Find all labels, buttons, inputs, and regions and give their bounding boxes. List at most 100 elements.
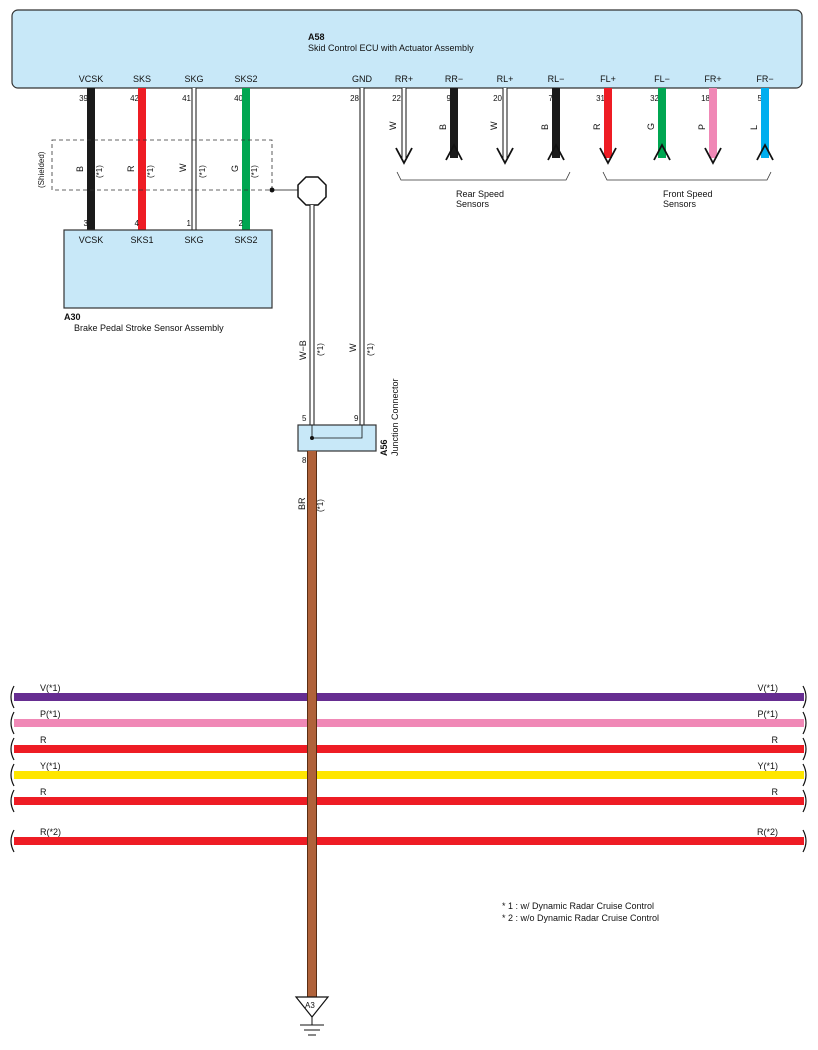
ecu-pin-fl-plus: 31 (596, 94, 605, 103)
bus-label-right-0: V(*1) (757, 683, 778, 693)
bus-break-right-0 (802, 685, 807, 709)
wire-wb-note: (*1) (316, 343, 325, 356)
arrow-fr-minus (756, 143, 774, 161)
ecu-pin-rr-minus: 9 (447, 94, 452, 103)
ecu-pin-fr-plus: 18 (701, 94, 710, 103)
ecu-name: Skid Control ECU with Actuator Assembly (308, 43, 474, 53)
ecu-pin-rr-plus: 22 (392, 94, 401, 103)
ecu-terminal-rr-minus: RR− (445, 74, 463, 84)
ecu-pin-gnd: 28 (350, 94, 359, 103)
ecu-terminal-gnd: GND (352, 74, 373, 84)
wire-sks2-color: G (230, 165, 240, 172)
ecu-pin-sks: 42 (130, 94, 139, 103)
arrow-fl-minus (653, 143, 671, 161)
wire-skg-note: (*1) (198, 165, 207, 178)
rear-sensor-label: Rear Speed Sensors (456, 189, 507, 209)
ecu-pin-sks2: 40 (234, 94, 243, 103)
wire-gnd-label: W (348, 343, 358, 352)
brake-terminal-sks2: SKS2 (234, 235, 257, 245)
ecu-terminal-fl-plus: FL+ (600, 74, 616, 84)
brake-pin-skg: 1 (187, 219, 192, 228)
bus-break-right-4 (802, 789, 807, 813)
wire-wb-label: W−B (298, 340, 308, 360)
junction-node (310, 436, 314, 440)
wire-sks2-note: (*1) (250, 165, 259, 178)
ecu-pin-rl-plus: 20 (493, 94, 502, 103)
ecu-terminal-vcsk: VCSK (79, 74, 104, 84)
front-sensor-brace (602, 171, 772, 181)
ecu-terminal-rl-plus: RL+ (497, 74, 514, 84)
ecu-terminal-skg: SKG (184, 74, 203, 84)
brake-pin-sks2: 2 (239, 219, 244, 228)
wire-rr-plus-color: W (388, 121, 398, 130)
bus-break-right-2 (802, 737, 807, 761)
ground-triangle (294, 996, 330, 1018)
wire-rl-plus-color: W (489, 121, 499, 130)
wire-fr-minus-color: L (749, 125, 759, 130)
wire-fr-plus-color: P (697, 124, 707, 130)
ground-id: A3 (305, 1001, 315, 1010)
bus-break-right-1 (802, 711, 807, 735)
front-sensor-label-line1: Front Speed (663, 189, 713, 199)
wire-vcsk-note: (*1) (95, 165, 104, 178)
bus-label-left-4: R (40, 787, 47, 797)
wire-rr-minus-color: B (438, 124, 448, 130)
bus-label-right-3: Y(*1) (757, 761, 778, 771)
brake-terminal-vcsk: VCSK (79, 235, 104, 245)
junction-pin-right: 9 (354, 414, 359, 423)
wire-rl-minus-color: B (540, 124, 550, 130)
shield-box (51, 139, 273, 191)
junction-internal-link (311, 425, 363, 439)
wire-skg-color: W (178, 163, 188, 172)
ecu-terminal-rr-plus: RR+ (395, 74, 413, 84)
bus-label-left-0: V(*1) (40, 683, 61, 693)
bus-break-left-5 (10, 829, 15, 853)
front-sensor-label: Front Speed Sensors (663, 189, 715, 209)
brake-terminal-sks1: SKS1 (130, 235, 153, 245)
arrow-rl-minus (547, 143, 565, 161)
wire-fl-minus-color: G (646, 123, 656, 130)
ecu-terminal-fr-minus: FR− (756, 74, 773, 84)
bus-break-left-0 (10, 685, 15, 709)
ecu-pin-vcsk: 39 (79, 94, 88, 103)
brake-pin-sks1: 4 (135, 219, 140, 228)
bus-label-left-1: P(*1) (40, 709, 61, 719)
ecu-terminal-sks: SKS (133, 74, 151, 84)
note-1: * 1 : w/ Dynamic Radar Cruise Control (502, 901, 654, 911)
arrow-rl-plus (496, 147, 514, 165)
arrow-rr-minus (445, 143, 463, 161)
ecu-pin-skg: 41 (182, 94, 191, 103)
ecu-terminal-fr-plus: FR+ (704, 74, 721, 84)
ecu-id: A58 (308, 32, 325, 42)
bus-break-left-1 (10, 711, 15, 735)
bus-label-left-2: R (40, 735, 47, 745)
note-2: * 2 : w/o Dynamic Radar Cruise Control (502, 913, 659, 923)
bus-label-right-5: R(*2) (757, 827, 778, 837)
bus-label-left-3: Y(*1) (40, 761, 61, 771)
ecu-pin-fl-minus: 32 (650, 94, 659, 103)
front-sensor-label-line2: Sensors (663, 199, 697, 209)
arrow-fl-plus (599, 147, 617, 165)
junction-name: Junction Connector (390, 378, 400, 456)
wire-br-note: (*1) (316, 499, 325, 512)
ecu-terminal-rl-minus: RL− (548, 74, 565, 84)
ecu-terminal-fl-minus: FL− (654, 74, 670, 84)
wire-vcsk-color: B (75, 166, 85, 172)
bus-label-right-2: R (772, 735, 779, 745)
rear-sensor-label-line2: Sensors (456, 199, 490, 209)
brake-sensor-id: A30 (64, 312, 81, 322)
brake-sensor-box (63, 229, 273, 309)
ecu-box (11, 9, 803, 89)
wire-sks-color: R (126, 165, 136, 172)
bus-break-left-4 (10, 789, 15, 813)
ecu-pin-rl-minus: 7 (549, 94, 554, 103)
wire-gnd-note: (*1) (366, 343, 375, 356)
bus-break-right-3 (802, 763, 807, 787)
brake-terminal-skg: SKG (184, 235, 203, 245)
wire-br-label: BR (297, 497, 307, 510)
junction-pin-out: 8 (302, 456, 307, 465)
junction-pin-left: 5 (302, 414, 307, 423)
